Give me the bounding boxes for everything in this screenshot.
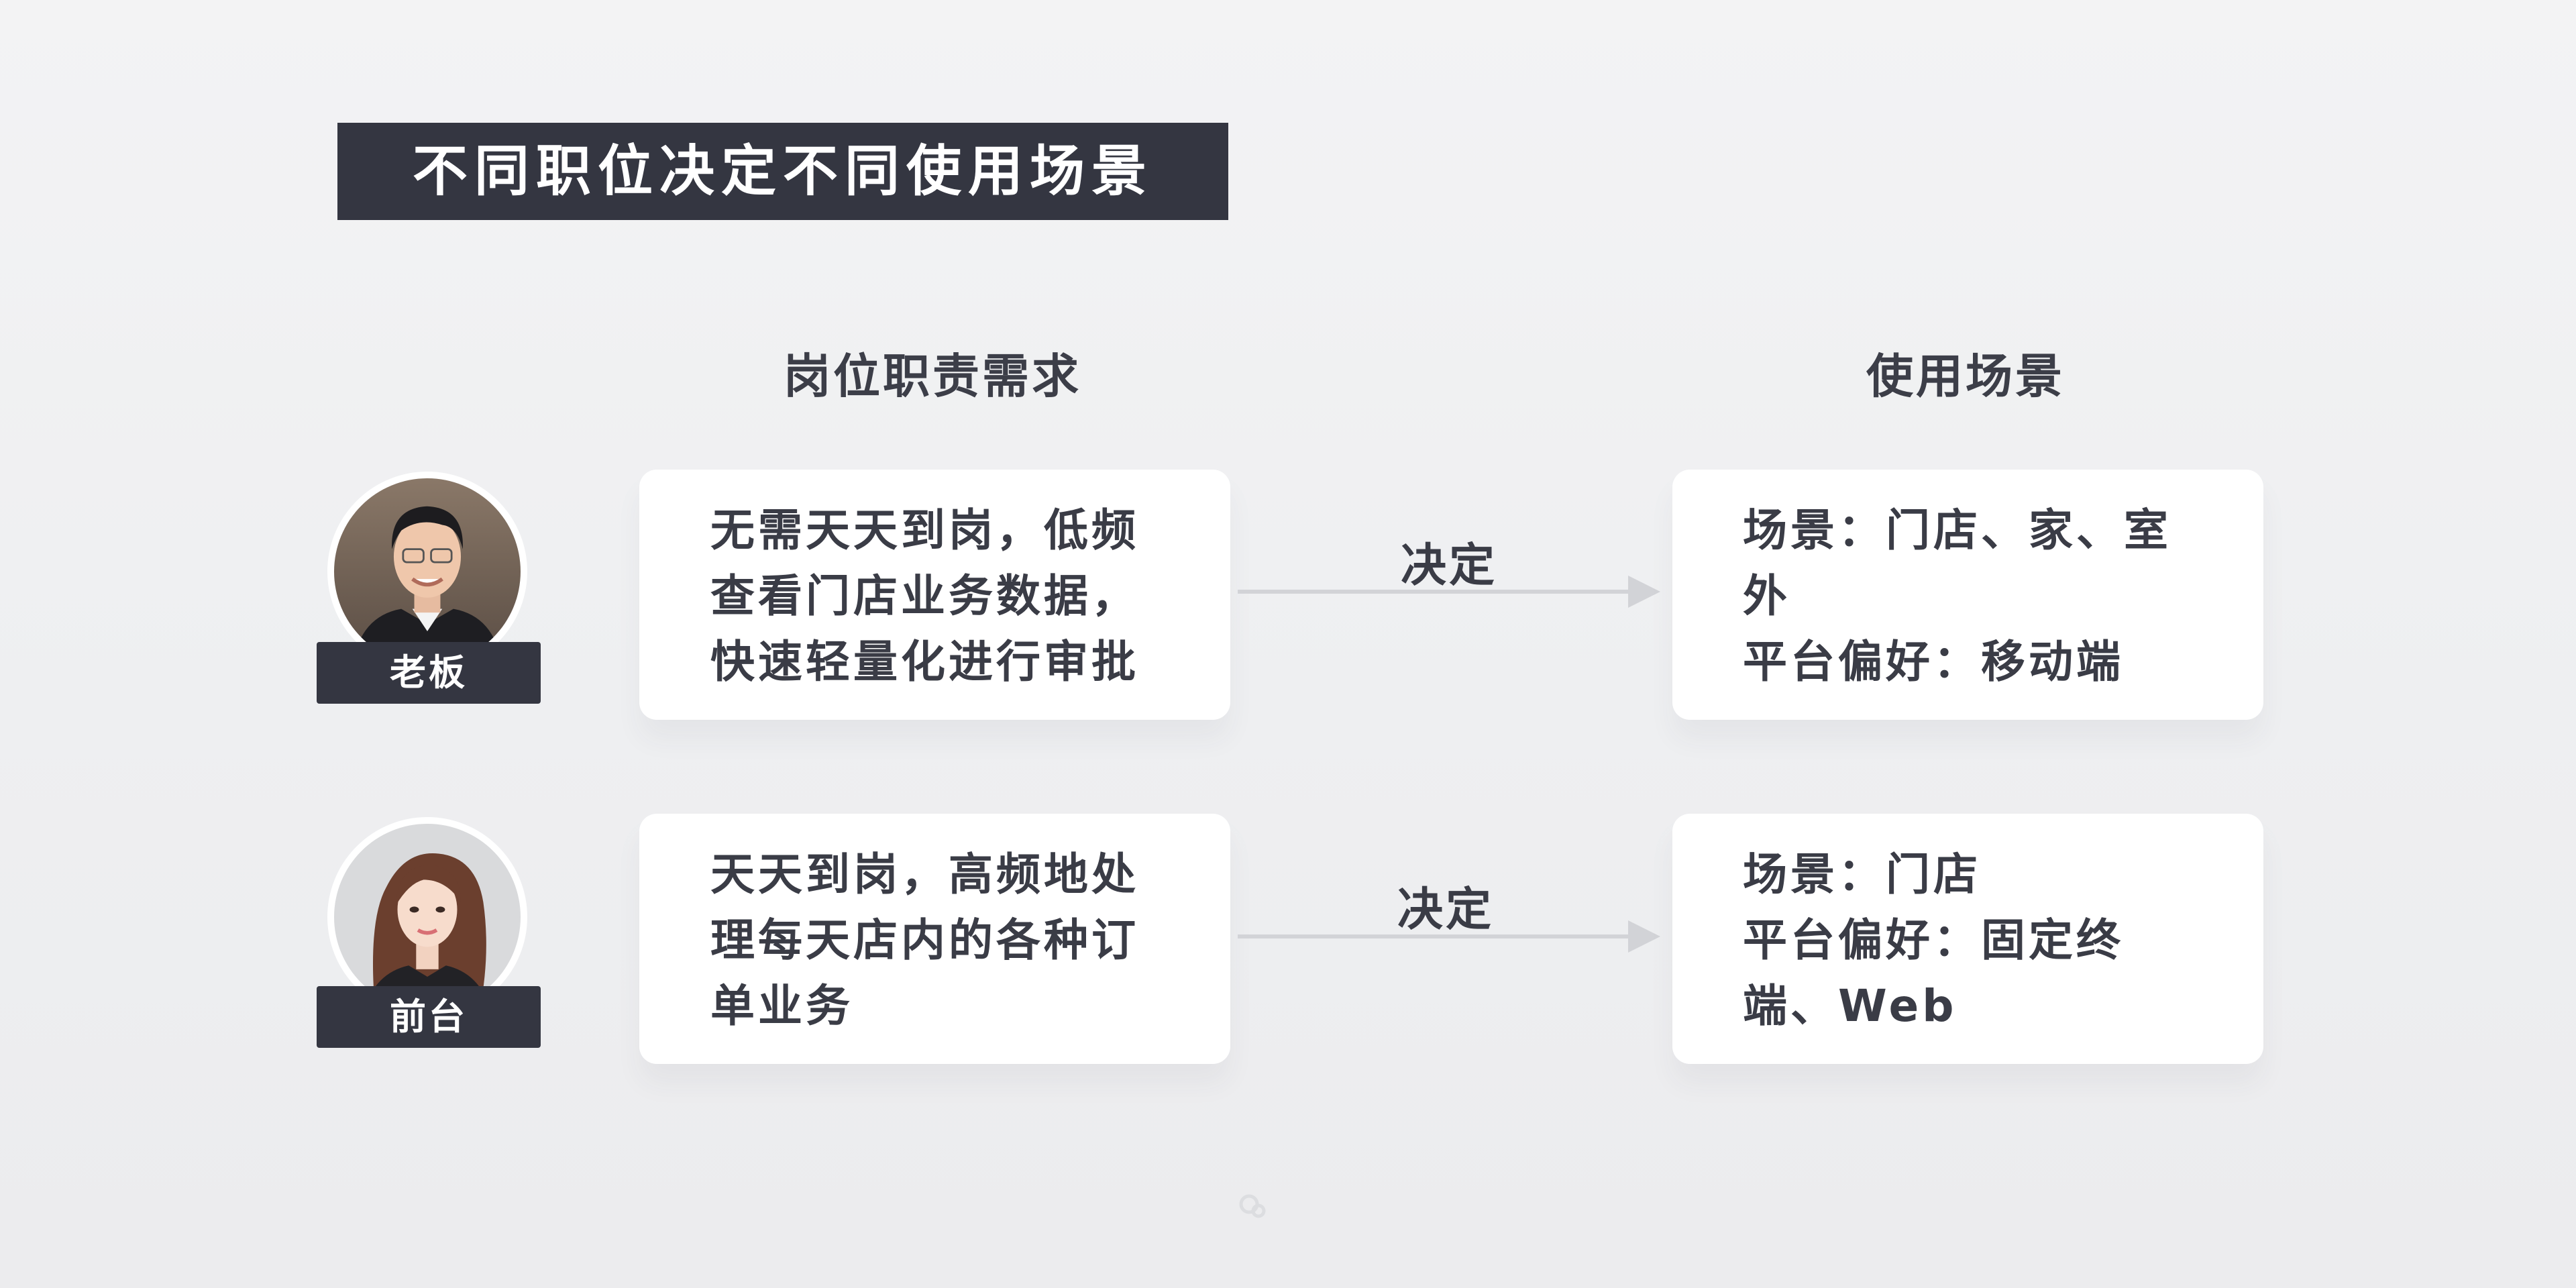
scene-card-boss: 场景：门店、家、室 外 平台偏好：移动端 <box>1672 470 2263 720</box>
man-portrait-icon <box>334 478 521 665</box>
duty-column-header: 岗位职责需求 <box>784 349 1081 404</box>
arrow-right-icon <box>1238 920 1660 953</box>
scene-column-header: 使用场景 <box>1866 349 2065 404</box>
page-title: 不同职位决定不同使用场景 <box>337 123 1228 220</box>
receptionist-avatar <box>327 817 527 1017</box>
scene-card-receptionist: 场景：门店 平台偏好：固定终 端、Web <box>1672 814 2263 1064</box>
arrow-label-receptionist: 决定 <box>1397 883 1494 936</box>
watermark-logo-icon <box>1239 1194 1266 1218</box>
woman-portrait-icon <box>334 824 521 1010</box>
boss-avatar <box>327 472 527 672</box>
role-tag-receptionist: 前台 <box>317 986 541 1048</box>
duty-card-receptionist: 天天到岗，高频地处 理每天店内的各种订 单业务 <box>639 814 1230 1064</box>
arrow-right-icon <box>1238 576 1660 608</box>
duty-card-boss: 无需天天到岗，低频 查看门店业务数据， 快速轻量化进行审批 <box>639 470 1230 720</box>
role-tag-boss: 老板 <box>317 642 541 704</box>
arrow-label-boss: 决定 <box>1400 539 1497 592</box>
watermark <box>1236 1186 1269 1226</box>
